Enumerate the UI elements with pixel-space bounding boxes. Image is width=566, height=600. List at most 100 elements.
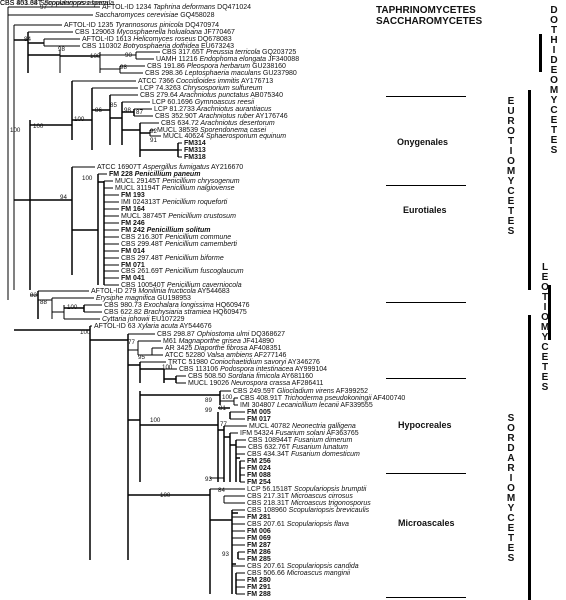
tip-label: Cyttaria johowii EU107229 — [102, 316, 185, 323]
tip-accession: ATCC 7366 — [138, 77, 175, 85]
bootstrap-value: 85 — [110, 102, 117, 109]
bootstrap-value: 95 — [138, 354, 145, 361]
tip-accession: FM314 — [184, 139, 206, 147]
class-letter: Y — [541, 332, 549, 343]
tip-label: AFTOL-ID 63 Xylaria acuta AY544676 — [94, 323, 212, 330]
tip-accession: AFTOL-ID 1235 — [64, 21, 114, 29]
order-hypocreales: Hypocreales — [398, 420, 452, 430]
class-letter: M — [506, 493, 516, 504]
tip-label: FM 193 — [121, 192, 145, 199]
tip-label: Erysiphe magnifica GU198953 — [96, 295, 191, 302]
class-letter: T — [550, 125, 558, 136]
class-letter: A — [507, 453, 515, 464]
tip-accession: FM 246 — [121, 219, 145, 227]
class-letter: O — [550, 75, 558, 86]
tip-label: CBS 108944T Fusarium dimerum — [248, 437, 352, 444]
tip-accession: AFTOL-ID 1613 — [82, 35, 132, 43]
class-letter: M — [506, 166, 516, 177]
tip-species: Arachniotus desertorum — [198, 119, 275, 127]
tip-genbank: JF770467 — [201, 28, 235, 36]
tip-accession: CBS 207.61 — [247, 562, 285, 570]
class-letter: R — [507, 433, 515, 444]
eurotiales-bottom-rule — [386, 302, 466, 303]
tip-accession: FM 017 — [247, 415, 271, 423]
tip-species: Tyrannosorus pinicola — [113, 21, 184, 29]
tip-accession: CBS 506.66 — [247, 569, 285, 577]
tip-label: IMI 024313T Penicillium roqueforti — [121, 199, 227, 206]
tip-species: Scopulariopsis flava — [284, 520, 349, 528]
tip-species: Scopulariopsis asperula — [37, 0, 115, 7]
tip-accession: FM 006 — [247, 527, 271, 535]
bootstrap-value: 84 — [24, 36, 31, 43]
tip-label: LCP 56.1518T Scopulariopsis brumptii — [247, 486, 366, 493]
hypocreales-bottom-rule — [386, 473, 466, 474]
tip-accession: CBS 218.31T — [247, 499, 290, 507]
tip-label: CBS 401.34T Scopulariopsis fusca — [0, 0, 108, 7]
tip-accession: FM 088 — [247, 471, 271, 479]
tip-genbank: AF400740 — [371, 394, 406, 402]
tip-genbank: AF277146 — [252, 351, 287, 359]
tip-species: Gliocladium virens — [275, 387, 335, 395]
tip-label: LCP 60.1696 Gymnoascus reesii — [152, 99, 254, 106]
tip-label: CBS 217.31T Microascus cirrosus — [247, 493, 353, 500]
tip-label: CBS 297.48T Penicillium biforme — [121, 255, 224, 262]
tip-accession: LCP 60.1696 — [152, 98, 193, 106]
tip-accession: LCP 81.2733 — [154, 105, 195, 113]
tip-label: CBS 129063 Mycosphaerella holualoana JF7… — [75, 29, 235, 36]
tip-accession: CBS 108944T — [248, 436, 292, 444]
tip-species: Penicillium fuscoglaucum — [163, 267, 244, 275]
tip-accession: FM 281 — [247, 513, 271, 521]
tip-accession: CBS 632.76T — [248, 443, 291, 451]
bootstrap-value: 98 — [124, 107, 131, 114]
class-letter: C — [507, 513, 515, 524]
tip-genbank: GU198953 — [155, 294, 191, 302]
bootstrap-value: 90 — [125, 52, 132, 59]
tip-species: Leptosphaeria maculans — [182, 69, 261, 77]
tip-genbank: AY544683 — [195, 287, 230, 295]
bootstrap-value: 89 — [205, 397, 212, 404]
tip-label: CBS 622.82 Brachysiaria stramiea HQ60947… — [104, 309, 247, 316]
tip-label: FM 006 — [247, 528, 271, 535]
bootstrap-value: 87 — [136, 109, 143, 116]
bootstrap-value: 99 — [205, 407, 212, 414]
tip-accession: CBS 249.59T — [233, 387, 276, 395]
tip-label: CBS 980.73 Exochalara longissima HQ60947… — [104, 302, 250, 309]
tip-species: Podospora intestinacea — [218, 365, 294, 373]
tip-label: CBS 218.31T Microascus trigonosporus — [247, 500, 371, 507]
tip-label: CBS 249.59T Gliocladium virens AF399252 — [233, 388, 368, 395]
tip-label: TRTC 51980 Coniochaetidium savoryi AY346… — [168, 359, 320, 366]
tip-label: CBS 207.61 Scopulariopsis candida — [247, 563, 359, 570]
tip-species: Arachniotus punctatus — [177, 91, 249, 99]
tip-label: FM318 — [184, 154, 206, 161]
bootstrap-value: 97 — [40, 4, 47, 11]
tip-genbank: AF399252 — [334, 387, 369, 395]
bootstrap-value: 100 — [10, 127, 21, 134]
tip-accession: CBS 634.72 — [161, 119, 199, 127]
tip-label: CBS 298.36 Leptosphaeria maculans GU2379… — [145, 70, 297, 77]
tip-species: Arachniotus ruber — [197, 112, 254, 120]
tip-species: Microascus trigonosporus — [289, 499, 371, 507]
class-letter: H — [550, 35, 558, 46]
tip-accession: FM 285 — [247, 555, 271, 563]
tip-label: FM 017 — [247, 416, 271, 423]
class-letter: E — [507, 96, 515, 107]
class-letter: O — [507, 423, 515, 434]
tip-accession: CBS 352.90T — [155, 112, 198, 120]
class-letter: D — [550, 55, 558, 66]
tip-accession: ATCC 52280 — [165, 351, 205, 359]
bootstrap-value: 84 — [218, 487, 225, 494]
tip-accession: AFTOL-ID 1234 — [102, 3, 152, 11]
tip-species: Trichoderma pseudokoningii — [282, 394, 372, 402]
bootstrap-value: 88 — [40, 299, 47, 306]
tip-label: MUCL 40624 Sphaerosporium equinum — [163, 133, 286, 140]
tip-species: Sphaerosporium equinum — [204, 132, 287, 140]
tip-label: FM 288 — [247, 591, 271, 598]
class-letter: T — [550, 25, 558, 36]
tip-label: FM 005 — [247, 409, 271, 416]
tip-label: FM 291 — [247, 584, 271, 591]
tip-accession: ATCC 16907T — [97, 163, 142, 171]
class-letter: C — [541, 342, 549, 353]
